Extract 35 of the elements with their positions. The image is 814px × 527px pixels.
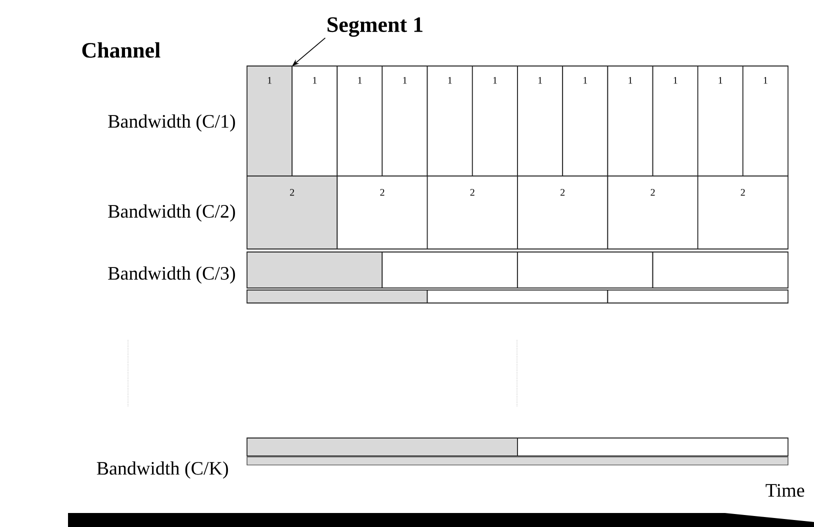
time-slot-cell: 1 [607, 66, 654, 176]
time-slot-cell: 1 [246, 66, 293, 176]
time-slot-cell: 2 [246, 176, 338, 250]
row-label: Bandwidth (C/K) [96, 461, 228, 479]
time-slot-cell: 1 [472, 66, 518, 176]
time-slot-cell: 2 [336, 176, 428, 250]
time-slot-cell [246, 290, 428, 304]
time-slot-cell: 2 [517, 176, 608, 250]
channel-label: Channel [82, 42, 160, 58]
time-slot-cell: 1 [382, 66, 428, 176]
time-slot-cell [517, 438, 788, 456]
time-slot-cell [246, 438, 518, 456]
time-slot-cell [382, 252, 518, 288]
time-slot-cell: 2 [607, 176, 698, 250]
segment-label: Segment 1 [328, 17, 422, 37]
time-slot-cell [652, 252, 788, 288]
time-slot-cell: 1 [562, 66, 608, 176]
time-slot-cell: 1 [697, 66, 744, 176]
time-slot-cell: 1 [652, 66, 698, 176]
time-slot-cell: 1 [292, 66, 338, 176]
time-slot-cell: 1 [426, 66, 473, 176]
time-slot-cell [517, 252, 654, 288]
time-slot-cell: 1 [336, 66, 383, 176]
time-slot-cell: 1 [517, 66, 564, 176]
time-slot-cell: 2 [697, 176, 788, 250]
time-slot-cell [246, 252, 383, 288]
row-label: Bandwidth (C/2) [108, 204, 235, 222]
time-slot-cell [607, 290, 788, 304]
axis-label: Time [766, 484, 804, 497]
time-slot-cell [426, 290, 608, 304]
time-slot-cell: 2 [426, 176, 518, 250]
row-label: Bandwidth (C/3) [108, 266, 235, 284]
time-slot-cell: 1 [742, 66, 788, 176]
time-slot-bar [246, 456, 788, 466]
row-label: Bandwidth (C/1) [108, 114, 235, 132]
